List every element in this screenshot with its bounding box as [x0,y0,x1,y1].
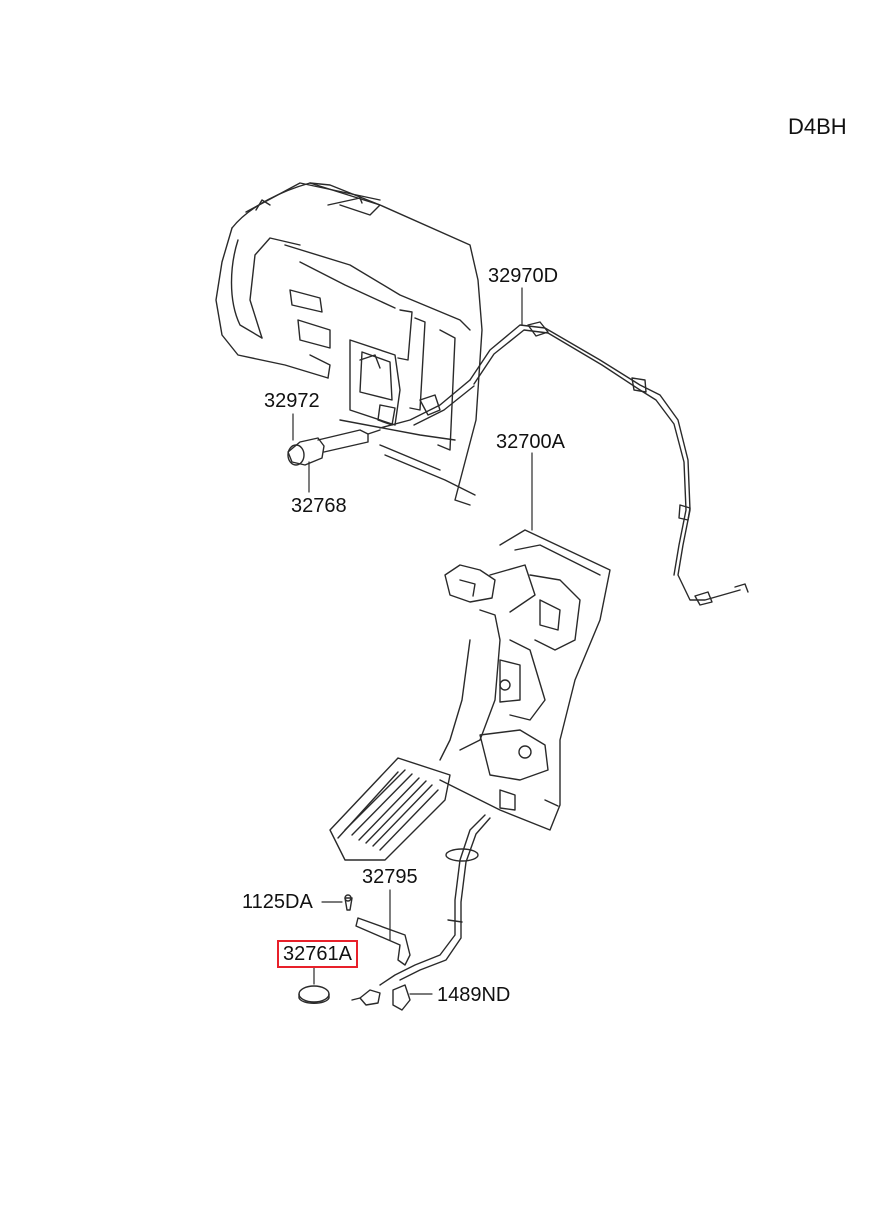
part-label-32972[interactable]: 32972 [264,390,320,412]
part-label-1125DA[interactable]: 1125DA [242,891,313,913]
part-label-32768[interactable]: 32768 [291,495,347,517]
part-label-32761A-highlighted[interactable]: 32761A [277,940,358,968]
part-label-32700A[interactable]: 32700A [496,431,565,453]
part-label-32795[interactable]: 32795 [362,866,418,888]
pedal-pad [329,757,451,861]
pedal-assembly-32700A [439,529,611,831]
part-label-1489ND[interactable]: 1489ND [437,984,511,1006]
bracket-32795 [344,894,411,966]
engine-code: D4BH [788,114,847,139]
leader-lines [292,287,533,995]
cap-32761A [298,985,330,1004]
cable-32970D [379,321,749,606]
connector-32972 [287,429,381,466]
lower-harness [351,814,491,1011]
part-label-32970D[interactable]: 32970D [488,265,559,287]
dashboard-panel [215,182,483,506]
